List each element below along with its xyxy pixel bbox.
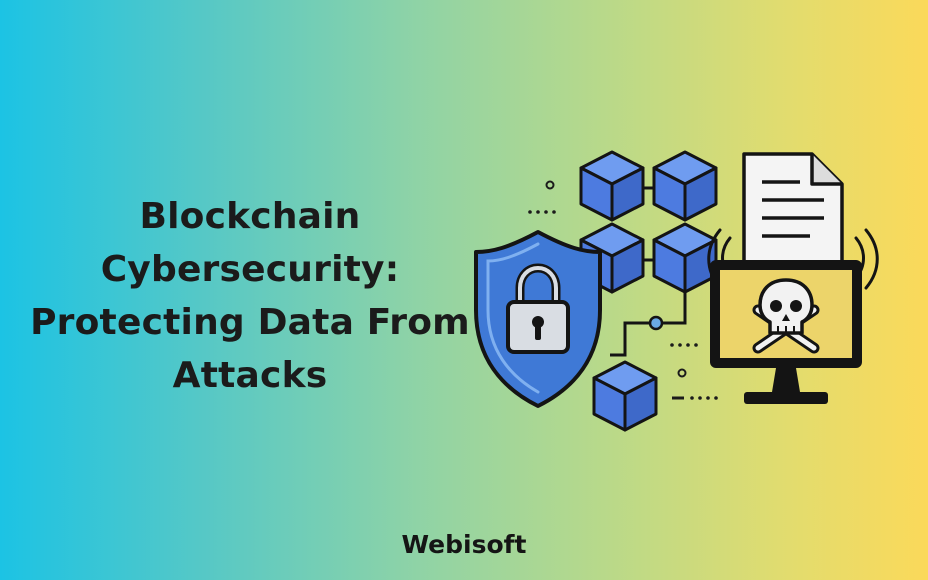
headline-line-2: Cybersecurity: [100,249,400,290]
shield-lock-icon [474,230,602,408]
headline-line-1: Blockchain [139,196,361,237]
document-icon [742,152,844,272]
decorative-dots [528,180,718,400]
headline-line-3: Protecting Data From [30,302,470,343]
cybersecurity-illustration [474,150,879,432]
headline: Blockchain Cybersecurity: Protecting Dat… [30,190,470,402]
brand-name: Webisoft [401,530,527,559]
connector-node [648,315,664,331]
skull-monitor-icon [710,260,862,404]
headline-line-4: Attacks [172,355,328,396]
